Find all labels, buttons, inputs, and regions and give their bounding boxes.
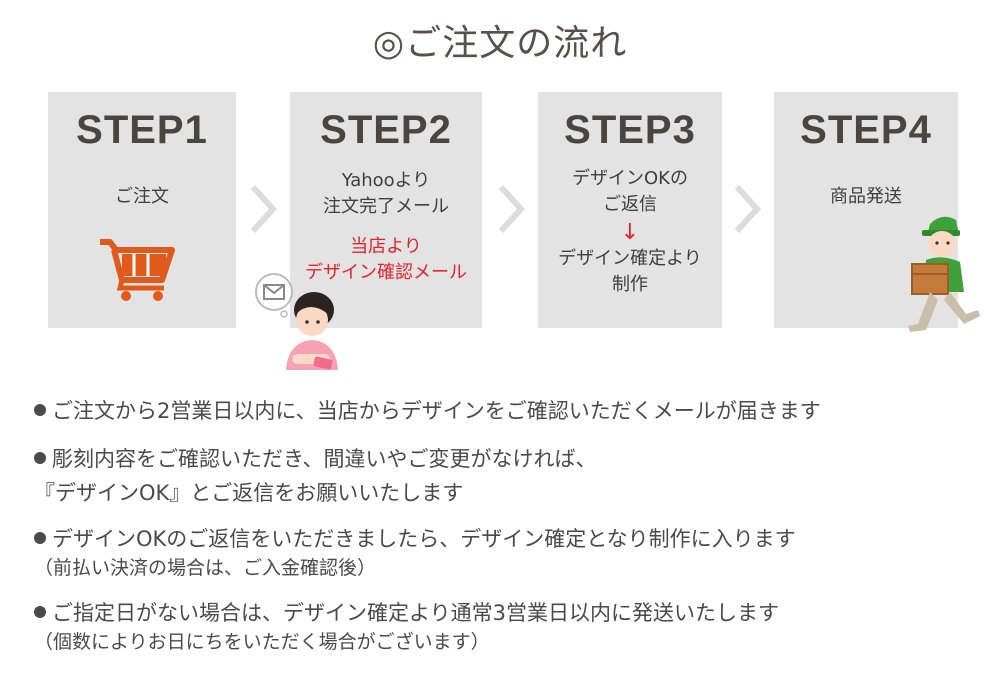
notes-list: ご注文から2営業日以内に、当店からデザインをご確認いただくメールが届きます 彫刻…	[34, 396, 974, 670]
note-text: デザインOKのご返信をいただきましたら、デザイン確定となり制作に入ります	[52, 527, 796, 551]
mail-bubble-icon	[255, 273, 293, 318]
chevron-right-icon	[734, 184, 762, 234]
step-red-line: 当店より	[350, 236, 422, 257]
note-text: 『デザインOK』とご返信をお願いいたします	[34, 481, 464, 505]
page-title: ◎ご注文の流れ	[372, 23, 628, 64]
step-2-card: STEP2 Yahooより 注文完了メール 当店より デザイン確認メール	[290, 92, 482, 328]
chevron-right-icon	[498, 184, 526, 234]
chevron-right-icon	[250, 184, 278, 234]
list-item: 彫刻内容をご確認いただき、間違いやご変更がなければ、 『デザインOK』とご返信を…	[34, 444, 974, 508]
note-subtext: （前払い決済の場合は、ご入金確認後）	[34, 557, 377, 579]
step-line: 注文完了メール	[323, 196, 449, 217]
step-line: Yahooより	[341, 170, 431, 191]
woman-phone-illustration	[255, 273, 338, 370]
arrow-down-icon: ↓	[620, 220, 640, 245]
step-label: ご注文	[115, 186, 169, 207]
bullet-icon	[34, 606, 46, 618]
list-item: デザインOKのご返信をいただきましたら、デザイン確定となり制作に入ります （前払…	[34, 524, 974, 582]
note-subtext: （個数によりお日にちをいただく場合がございます）	[34, 631, 490, 653]
step-heading: STEP1	[76, 108, 208, 152]
step-heading: STEP4	[800, 108, 932, 152]
bullet-icon	[34, 532, 46, 544]
note-text: 彫刻内容をご確認いただき、間違いやご変更がなければ、	[52, 447, 597, 471]
step-line: デザイン確定より	[558, 248, 702, 269]
step-heading: STEP2	[320, 108, 452, 152]
step-red-line: デザイン確認メール	[305, 262, 467, 283]
note-text: ご指定日がない場合は、デザイン確定より通常3営業日以内に発送いたします	[52, 601, 779, 625]
delivery-man-illustration	[908, 216, 980, 332]
step-line: 制作	[612, 274, 648, 295]
step-3-card: STEP3 デザインOKの ご返信 ↓ デザイン確定より 制作	[538, 92, 722, 328]
note-text: ご注文から2営業日以内に、当店からデザインをご確認いただくメールが届きます	[52, 399, 821, 423]
list-item: ご指定日がない場合は、デザイン確定より通常3営業日以内に発送いたします （個数に…	[34, 598, 974, 656]
step-line: ご返信	[603, 194, 657, 215]
step-line: デザインOKの	[572, 168, 688, 189]
cart-icon	[100, 239, 175, 301]
list-item: ご注文から2営業日以内に、当店からデザインをご確認いただくメールが届きます	[34, 396, 974, 426]
step-heading: STEP3	[564, 108, 696, 152]
step-label: 商品発送	[830, 186, 902, 207]
bullet-icon	[34, 452, 46, 464]
step-1-card: STEP1 ご注文	[48, 92, 236, 328]
bullet-icon	[34, 404, 46, 416]
